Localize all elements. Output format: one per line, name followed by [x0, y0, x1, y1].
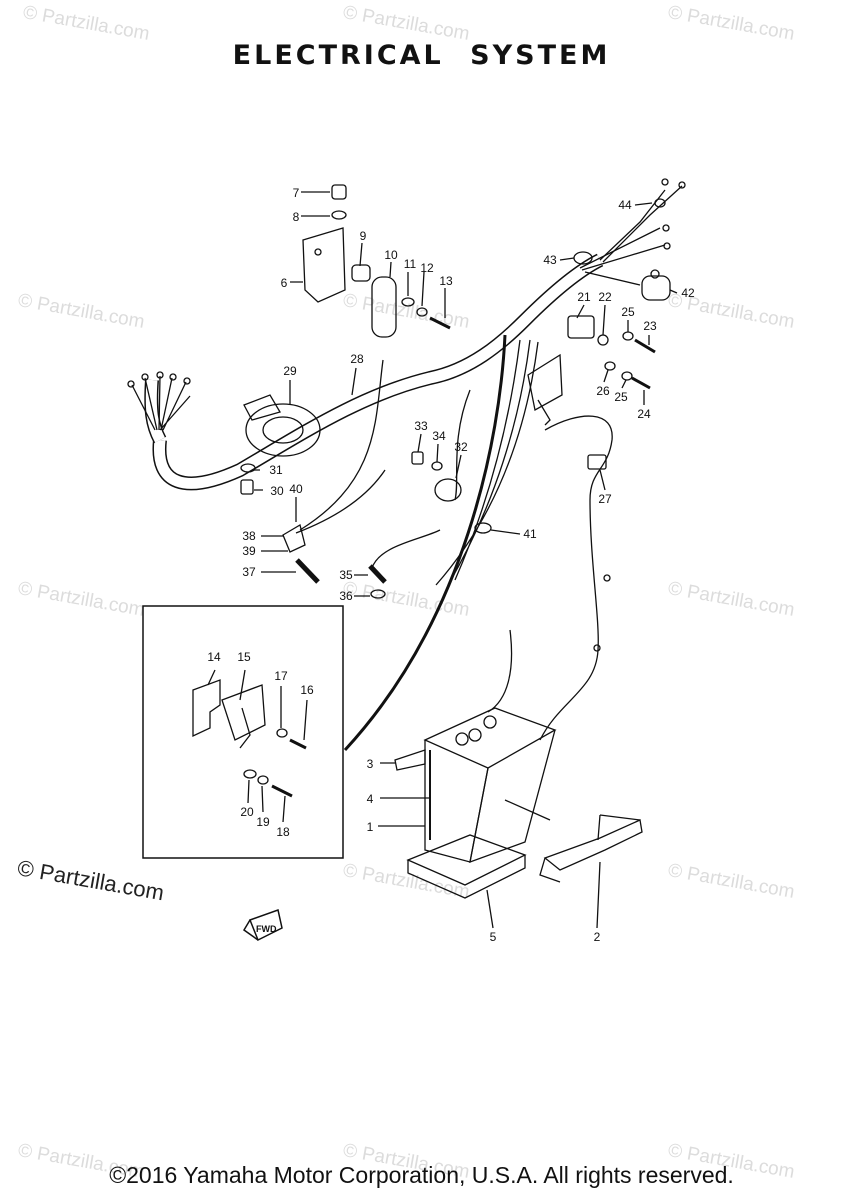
- callout-3: 3: [367, 757, 374, 771]
- battery-lead: [343, 334, 507, 752]
- callout-26: 26: [596, 384, 610, 398]
- callout-18: 18: [276, 825, 290, 839]
- callout-12: 12: [420, 261, 434, 275]
- callout-15: 15: [237, 650, 251, 664]
- callout-8: 8: [293, 210, 300, 224]
- callout-30: 30: [270, 484, 284, 498]
- callout-42: 42: [681, 286, 695, 300]
- page-title: ELECTRICAL SYSTEM: [232, 40, 611, 71]
- callout-28: 28: [350, 352, 364, 366]
- callout-33: 33: [414, 419, 428, 433]
- copyright-text: ©2016 Yamaha Motor Corporation, U.S.A. A…: [109, 1162, 734, 1188]
- callout-17: 17: [274, 669, 288, 683]
- callout-7: 7: [293, 186, 300, 200]
- callout-34: 34: [432, 429, 446, 443]
- callout-2: 2: [594, 930, 601, 944]
- callout-9: 9: [360, 229, 367, 243]
- callout-21: 21: [577, 290, 591, 304]
- callout-11: 11: [404, 257, 417, 271]
- callout-43: 43: [543, 253, 557, 267]
- callout-37: 37: [242, 565, 256, 579]
- callout-25-lower: 25: [614, 390, 628, 404]
- callout-14: 14: [207, 650, 221, 664]
- callout-29: 29: [283, 364, 297, 378]
- callout-6: 6: [281, 276, 288, 290]
- battery: [423, 707, 557, 864]
- callout-1: 1: [367, 820, 374, 834]
- callout-23: 23: [643, 319, 657, 333]
- callout-13: 13: [439, 274, 453, 288]
- fwd-label: FWD: [256, 924, 277, 934]
- callout-38: 38: [242, 529, 256, 543]
- callout-25-upper: 25: [621, 305, 635, 319]
- callout-31: 31: [269, 463, 283, 477]
- callout-16: 16: [300, 683, 314, 697]
- callout-5: 5: [490, 930, 497, 944]
- callout-19: 19: [256, 815, 270, 829]
- callout-44: 44: [618, 198, 632, 212]
- callout-22: 22: [598, 290, 612, 304]
- callout-40: 40: [289, 482, 303, 496]
- callout-35: 35: [339, 568, 353, 582]
- condenser: [371, 276, 397, 338]
- callout-27: 27: [598, 492, 612, 506]
- callout-10: 10: [384, 248, 398, 262]
- callout-4: 4: [367, 792, 374, 806]
- horn: [245, 403, 321, 457]
- callout-39: 39: [242, 544, 256, 558]
- callout-41: 41: [523, 527, 537, 541]
- callout-20: 20: [240, 805, 254, 819]
- inset-box: [142, 605, 344, 859]
- callout-24: 24: [637, 407, 651, 421]
- forward-arrow-icon: FWD: [243, 909, 283, 942]
- callout-36: 36: [339, 589, 353, 603]
- callout-32: 32: [454, 440, 468, 454]
